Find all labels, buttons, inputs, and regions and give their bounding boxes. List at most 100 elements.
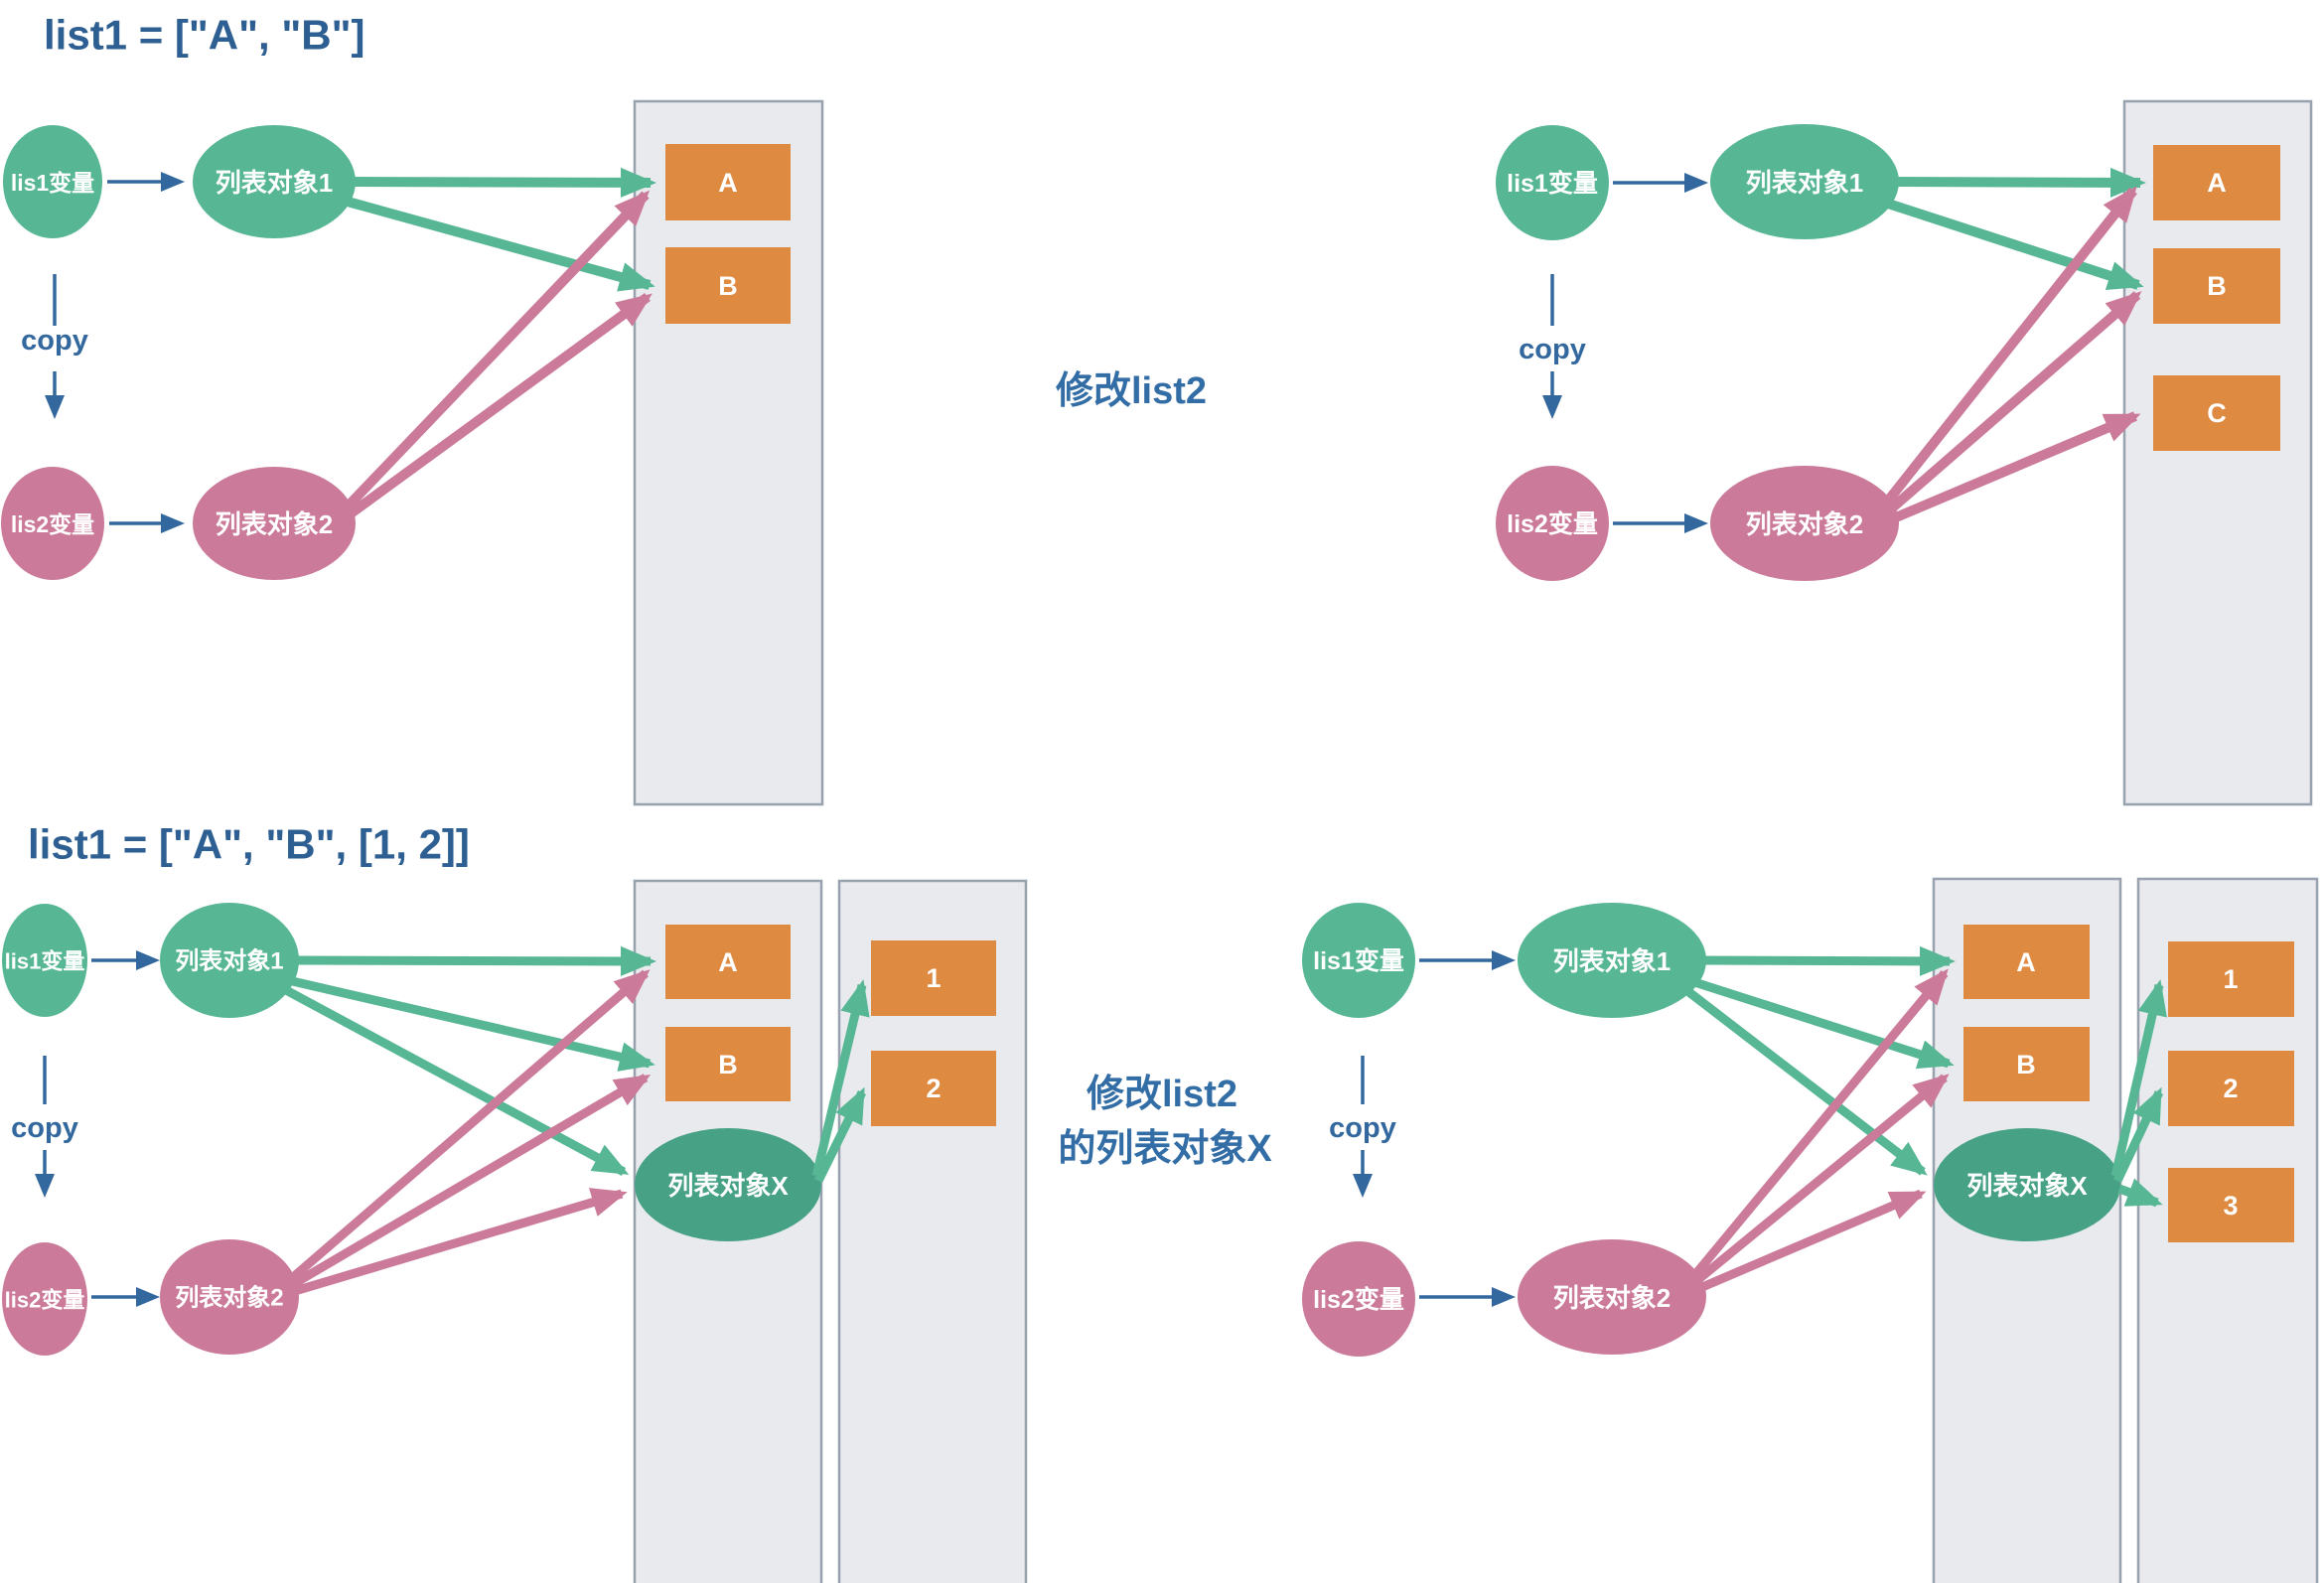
cell-2 (2168, 1051, 2294, 1126)
copy-label: copy (1329, 1112, 1396, 1144)
obj2-to-objX-arrow (1686, 1189, 1927, 1298)
obj2-node (1710, 466, 1899, 581)
panel-after-modify-list2: 修改list2 A B C lis1变量 列表对象1 copy lis2变量 列… (1056, 99, 2313, 806)
obj1-to-b-arrow (1686, 975, 1955, 1070)
var2-node (1496, 466, 1609, 581)
obj2-label: 列表对象2 (1746, 509, 1863, 539)
obj1-node (193, 125, 356, 238)
obj1-label: 列表对象1 (1553, 946, 1670, 976)
var1-node (1302, 903, 1415, 1018)
var2-label: lis2变量 (1507, 509, 1598, 538)
obj1-label: 列表对象1 (1746, 168, 1863, 198)
cell-a-label: A (718, 947, 738, 977)
cell-3 (2168, 1168, 2294, 1242)
obj2-to-b-arrow (1687, 1074, 1950, 1290)
objX-to-2-arrow (2112, 1086, 2164, 1183)
panel-nested-after: 修改list2 的列表对象X A B 1 2 3 lis1变量 列表对象1 co… (1058, 877, 2319, 1583)
panel-nested-before: list1 = ["A", "B", [1, 2]] A B 1 2 lis1变… (2, 821, 1028, 1583)
panel-before-copy: list1 = ["A", "B"] A B lis1变量 列表对象1 copy… (1, 12, 824, 806)
var2-label: lis2变量 (5, 1288, 85, 1313)
cell-1-label: 1 (926, 963, 941, 993)
code-title-top: list1 = ["A", "B"] (44, 12, 365, 59)
obj1-to-b-arrow (286, 975, 655, 1072)
copy-label: copy (21, 325, 88, 357)
obj2-to-a-arrow (289, 969, 651, 1282)
cell-b (2153, 248, 2280, 324)
caption-modify-nested-line2: 的列表对象X (1058, 1128, 1272, 1170)
var1-node (1496, 125, 1609, 240)
obj1-node (1518, 903, 1706, 1018)
cell-1-label: 1 (2223, 964, 2238, 994)
cell-a (1963, 925, 2090, 999)
obj2-to-c-arrow (1887, 411, 2141, 525)
cell-b (665, 1027, 791, 1101)
obj2-node (160, 1239, 299, 1355)
cell-c-label: C (2207, 398, 2227, 428)
var2-label: lis2变量 (1313, 1285, 1404, 1314)
var2-label: lis2变量 (11, 511, 94, 537)
obj1-node (160, 903, 299, 1018)
obj1-to-b-arrow (1880, 197, 2144, 290)
obj2-to-b-arrow (1883, 291, 2142, 516)
objX-to-1-arrow (2110, 979, 2167, 1178)
obj2-to-objX-arrow (286, 1188, 628, 1298)
objX-to-1-arrow (811, 979, 870, 1178)
caption-modify-list2: 修改list2 (1056, 370, 1207, 412)
cell-2-label: 2 (926, 1074, 941, 1103)
obj1-to-a-arrow (353, 167, 656, 198)
var1-label: lis1变量 (1507, 169, 1598, 198)
cell-c (2153, 375, 2280, 451)
objX-node (635, 1128, 821, 1241)
cell-a-label: A (718, 168, 738, 198)
cell-b-label: B (718, 1050, 738, 1079)
cell-1 (2168, 941, 2294, 1017)
obj2-to-b-arrow (347, 292, 653, 519)
cell-2 (871, 1051, 996, 1126)
cell-1 (871, 940, 996, 1016)
obj2-label: 列表对象2 (175, 1284, 283, 1312)
code-title-bottom: list1 = ["A", "B", [1, 2]] (28, 821, 470, 868)
obj1-to-a-arrow (1886, 167, 2146, 198)
cell-b (1963, 1027, 2090, 1101)
cell-a-label: A (2207, 168, 2227, 198)
obj1-label: 列表对象1 (216, 168, 333, 198)
caption-modify-nested-line1: 修改list2 (1087, 1074, 1237, 1115)
objX-to-3-arrow (2117, 1178, 2163, 1208)
cell-b-label: B (2207, 271, 2227, 301)
cell-a (665, 144, 791, 220)
obj2-label: 列表对象2 (216, 509, 333, 539)
objX-label: 列表对象X (667, 1171, 789, 1201)
var1-node (2, 904, 87, 1017)
obj2-node (193, 467, 356, 580)
objX-node (1934, 1128, 2120, 1241)
obj1-to-objX-arrow (1683, 986, 1928, 1176)
obj2-label: 列表对象2 (1553, 1283, 1670, 1313)
obj1-to-a-arrow (1693, 945, 1956, 976)
obj2-to-a-arrow (1881, 186, 2137, 508)
obj2-to-b-arrow (287, 1074, 652, 1290)
cell-2-label: 2 (2223, 1074, 2238, 1103)
obj2-to-a-arrow (344, 190, 651, 510)
var1-node (3, 125, 102, 238)
var1-label: lis1变量 (11, 170, 94, 196)
obj1-label: 列表对象1 (175, 947, 283, 975)
copy-label: copy (11, 1112, 78, 1144)
cell-a (665, 925, 791, 999)
var1-label: lis1变量 (5, 949, 85, 974)
obj1-to-a-arrow (293, 945, 656, 976)
copy-label: copy (1519, 334, 1586, 365)
var1-label: lis1变量 (1313, 946, 1404, 975)
cell-b-label: B (2016, 1050, 2036, 1079)
obj1-to-objX-arrow (283, 986, 630, 1176)
obj2-to-a-arrow (1688, 968, 1949, 1281)
var2-node (1, 467, 104, 580)
var2-node (2, 1242, 87, 1356)
cell-b-label: B (718, 271, 738, 301)
cell-a (2153, 145, 2280, 220)
obj2-node (1518, 1239, 1706, 1355)
cell-3-label: 3 (2223, 1191, 2238, 1221)
cell-b (665, 247, 791, 324)
obj1-to-b-arrow (346, 197, 655, 292)
obj1-node (1710, 124, 1899, 239)
